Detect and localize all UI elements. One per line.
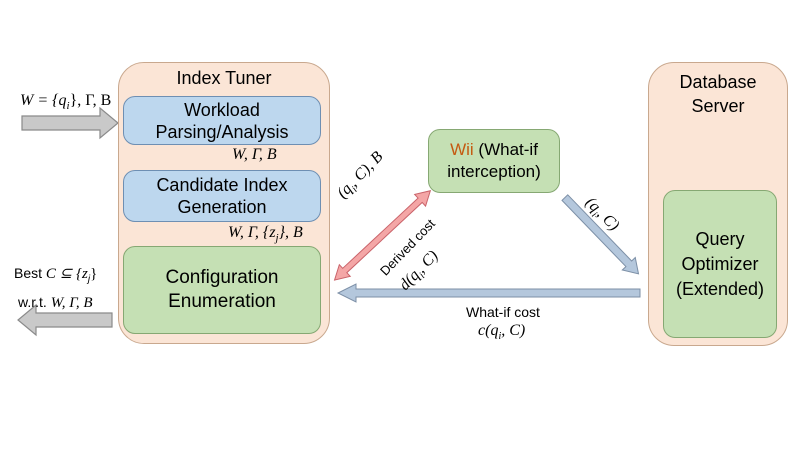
output-wrt: w.r.t. (18, 293, 51, 310)
workload-parsing-box: Workload Parsing/Analysis (123, 96, 321, 145)
db-title-line1: Database (679, 72, 757, 92)
whatif-cost-math: c(qi, C) (478, 322, 526, 343)
output-arrow (17, 303, 113, 337)
output-best: Best (14, 265, 46, 281)
output-c: C ⊆ {z (45, 266, 88, 282)
output-close: } (90, 266, 98, 282)
after-candidate-post: }, B (278, 224, 303, 241)
input-w: W = { (20, 92, 59, 109)
index-tuner-title: Index Tuner (176, 68, 272, 88)
whatif-cost-label: What-if cost (466, 304, 540, 320)
input-rest: }, Γ, B (69, 92, 112, 109)
db-title-line2: Server (691, 96, 745, 116)
to-db-arrow (561, 194, 640, 275)
optimizer-line2: Optimizer (681, 253, 759, 274)
wii-interception-box: Wii (What-if interception) (428, 129, 560, 193)
enumeration-line2: Enumeration (168, 291, 276, 312)
configuration-enumeration-box: Configuration Enumeration (123, 246, 321, 334)
candidate-generation-line1: Candidate Index (156, 175, 288, 195)
query-optimizer-box: Query Optimizer (Extended) (663, 190, 777, 338)
candidate-generation-box: Candidate Index Generation (123, 170, 321, 222)
wii-line1: Wii (What-if (450, 139, 538, 161)
optimizer-line3: (Extended) (675, 278, 765, 299)
output-line2: w.r.t. W, Γ, B (14, 291, 97, 314)
wii-rest: (What-if (473, 140, 538, 159)
input-label: W = {qi}, Γ, B (20, 92, 111, 112)
output-label: Best C ⊆ {zj} w.r.t. W, Γ, B (14, 262, 97, 314)
input-q: q (58, 92, 67, 109)
after-candidate-pre: W, Γ, { (228, 224, 270, 241)
workload-parsing-line2: Parsing/Analysis (155, 121, 289, 142)
input-arrow (21, 106, 119, 140)
candidate-generation-line2: Generation (177, 197, 267, 217)
enumeration-line1: Configuration (165, 267, 279, 288)
input-i: i (66, 100, 70, 113)
output-wgb: W, Γ, B (50, 294, 93, 311)
workload-parsing-line1: Workload (184, 99, 260, 120)
wii-line2: interception) (447, 162, 541, 181)
after-parsing-label: W, Γ, B (232, 146, 277, 163)
after-candidate-z: z (269, 224, 276, 241)
output-line1: Best C ⊆ {zj} (14, 262, 97, 291)
optimizer-line1: Query (695, 228, 745, 249)
pink-double-arrow (333, 190, 432, 281)
whatif-cost-arrow (336, 283, 641, 303)
after-candidate-j: j (275, 232, 279, 245)
output-j: j (87, 273, 91, 285)
after-candidate-label: W, Γ, {zj}, B (228, 224, 303, 244)
database-server-title: Database Server (648, 70, 788, 118)
wii-name: Wii (450, 140, 474, 159)
